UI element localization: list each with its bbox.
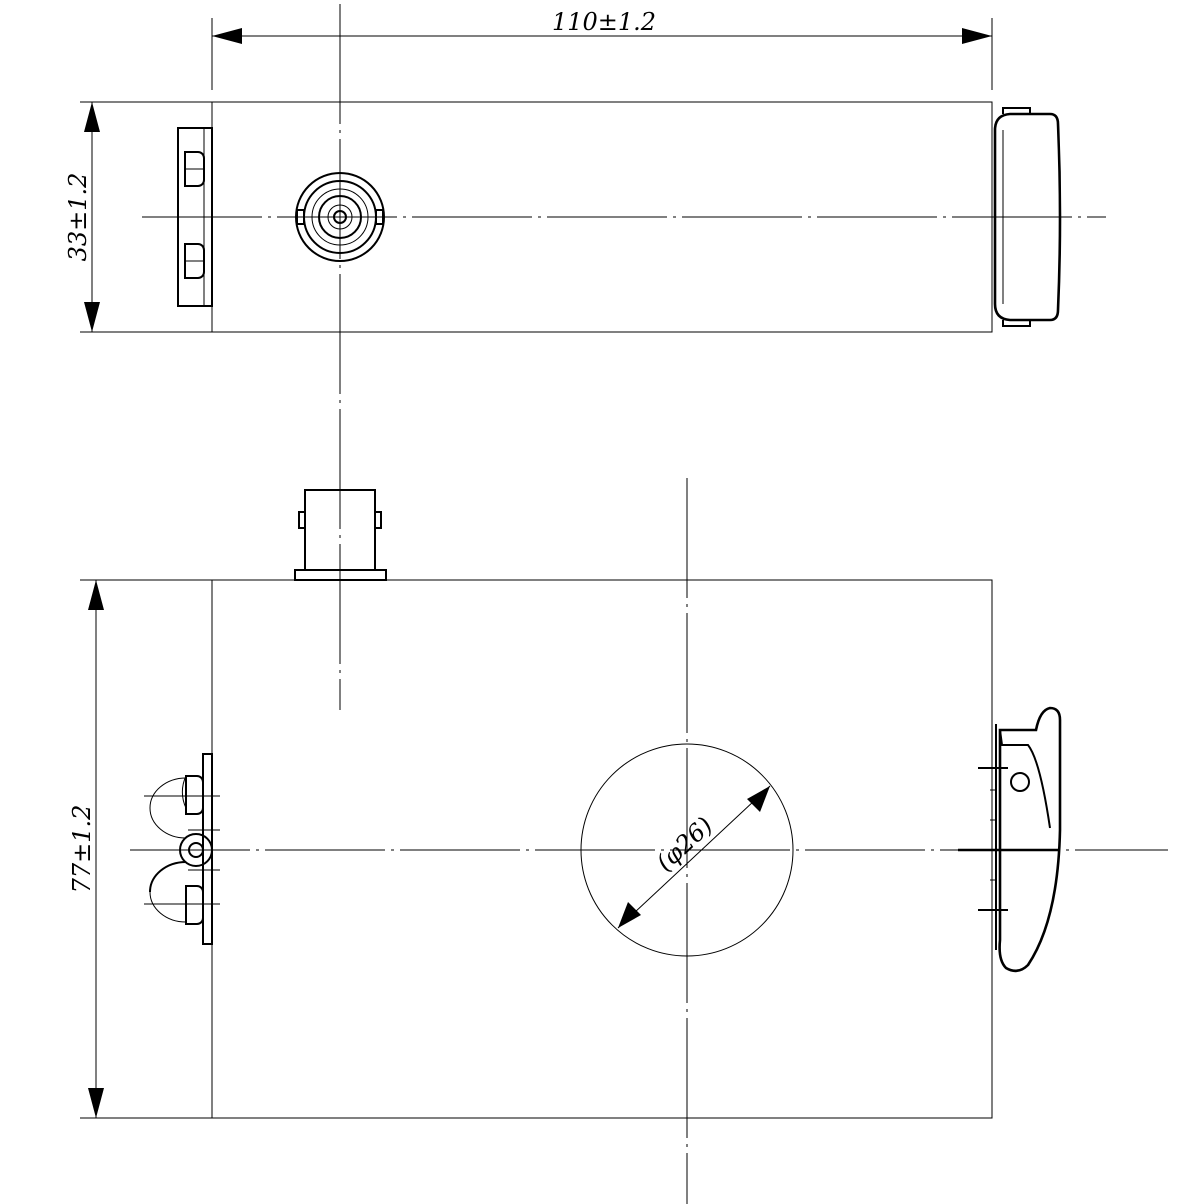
top-view-right-latch <box>993 107 1062 327</box>
front-view-body-outline <box>211 579 993 1119</box>
top-view: 110±1.2 33±1.2 <box>64 4 1106 710</box>
top-view-bnc-connector <box>295 172 385 262</box>
top-view-left-bracket <box>177 127 213 307</box>
front-view-bnc-connector <box>294 489 387 581</box>
dimension-front-height-label: 77±1.2 <box>68 805 96 894</box>
front-view-right-latch <box>958 706 1062 973</box>
dimension-length: 110±1.2 <box>211 8 993 90</box>
front-view: (φ26) <box>68 478 1168 1204</box>
dimension-top-height-label: 33±1.2 <box>64 173 92 262</box>
dimension-length-label: 110±1.2 <box>552 8 656 36</box>
dimension-front-height: 77±1.2 <box>68 579 212 1119</box>
dimension-top-height: 33±1.2 <box>64 101 212 333</box>
front-view-left-bracket <box>144 753 220 945</box>
